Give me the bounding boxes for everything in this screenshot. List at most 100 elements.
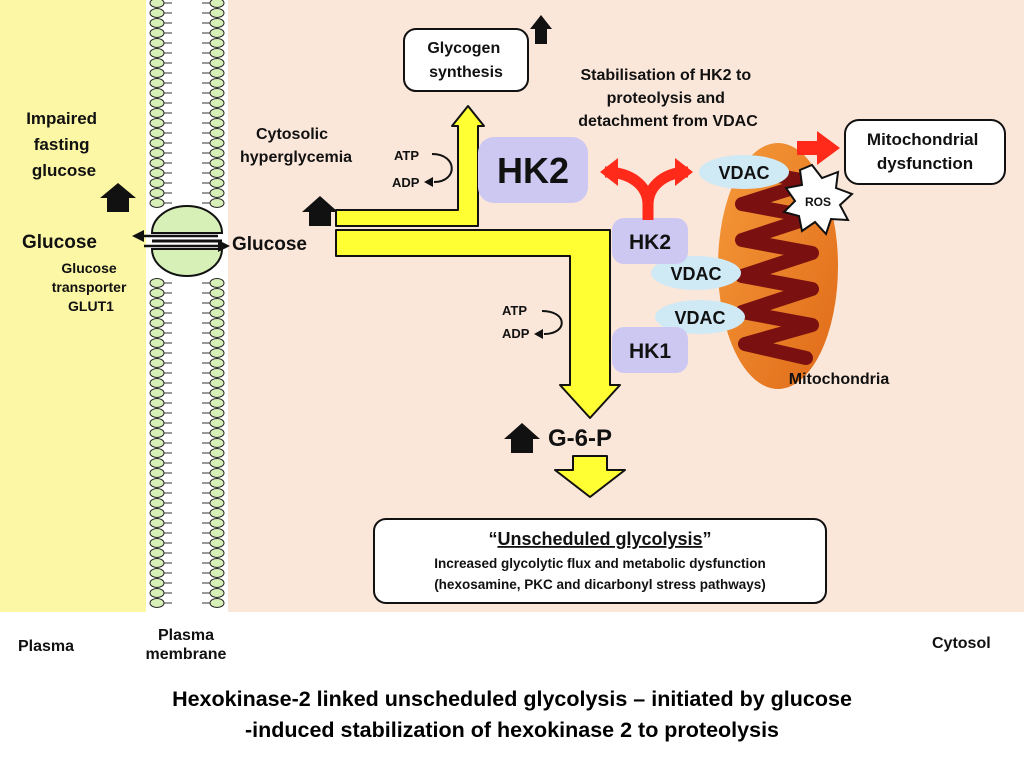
hk2-large-box (478, 137, 588, 203)
lipid-head (149, 388, 165, 398)
glycogen-synthesis-box (403, 28, 529, 92)
lipid-head (149, 568, 165, 578)
lipid-head (209, 68, 225, 78)
lipid-head (209, 548, 225, 558)
cytosol-region (226, 0, 1024, 612)
plasma-membrane-label: Plasma membrane (140, 626, 232, 664)
lipid-head (149, 578, 165, 588)
lipid-head (209, 348, 225, 358)
lipid-head (149, 98, 165, 108)
vdac-middle-shape (651, 256, 741, 290)
lipid-head (149, 528, 165, 538)
lipid-head (209, 28, 225, 38)
unscheduled-glycolysis-box (373, 518, 827, 604)
lipid-head (149, 148, 165, 158)
lipid-head (149, 158, 165, 168)
lipid-head (209, 118, 225, 128)
lipid-head (149, 178, 165, 188)
lipid-head (149, 468, 165, 478)
ros-label: ROS (805, 195, 831, 209)
hk1-label: HK1 (629, 340, 671, 363)
lipid-head (149, 558, 165, 568)
glucose-transporter-label: Glucose transporter GLUT1 (52, 260, 131, 314)
lipid-head (209, 328, 225, 338)
lipid-head (209, 298, 225, 308)
lipid-head (209, 0, 225, 8)
vdac-lower-shape (655, 300, 745, 334)
lipid-head (209, 58, 225, 68)
adp-lower-label: ADP (502, 326, 530, 341)
lipid-head (149, 448, 165, 458)
lipid-head (149, 498, 165, 508)
plasma-membrane-label-line-1: Plasma (157, 627, 215, 644)
lipid-head (149, 458, 165, 468)
up-arrow-glycogen (530, 15, 552, 44)
lipid-head (149, 358, 165, 368)
lipid-head (209, 368, 225, 378)
glucose-cytosol-label: Glucose (232, 234, 307, 255)
up-arrow-impaired-glucose (100, 183, 136, 212)
lipid-head (149, 348, 165, 358)
lipid-head (209, 538, 225, 548)
lipid-head (149, 548, 165, 558)
lipid-head (149, 428, 165, 438)
lipid-head (149, 308, 165, 318)
lipid-head (149, 188, 165, 198)
lipid-head (149, 88, 165, 98)
figure-caption: Hexokinase-2 linked unscheduled glycolys… (0, 684, 1024, 746)
hk2-small-label: HK2 (629, 231, 671, 254)
lipid-head (209, 148, 225, 158)
lipid-head (209, 528, 225, 538)
lipid-head (149, 58, 165, 68)
red-arrow-to-dysfunction (797, 131, 840, 165)
lipid-head (149, 338, 165, 348)
lipid-head (209, 198, 225, 208)
lipid-head (149, 508, 165, 518)
lipid-head (149, 598, 165, 608)
up-arrow-g6p (504, 423, 540, 453)
lipid-head (209, 18, 225, 28)
lipid-head (209, 138, 225, 148)
impaired-fasting-glucose-label: Impaired fasting glucose (26, 109, 102, 180)
unscheduled-glycolysis-line-1: Increased glycolytic flux and metabolic … (434, 556, 766, 571)
hk2-detachment-arrow (600, 158, 693, 220)
lipid-head (149, 378, 165, 388)
lipid-head (209, 158, 225, 168)
lipid-head (149, 588, 165, 598)
glucose-plasma-label: Glucose (22, 232, 97, 253)
lipid-head (209, 98, 225, 108)
plasma-label: Plasma (18, 638, 75, 655)
lipid-head (209, 8, 225, 18)
lipid-head (149, 128, 165, 138)
lipid-head (149, 418, 165, 428)
lipid-head (209, 578, 225, 588)
lipid-head (209, 178, 225, 188)
lipid-head (149, 368, 165, 378)
lipid-head (149, 28, 165, 38)
lipid-head (149, 298, 165, 308)
lipid-head (209, 448, 225, 458)
lipid-head (149, 48, 165, 58)
lipid-head (209, 478, 225, 488)
lipid-head (149, 198, 165, 208)
lipid-head (209, 88, 225, 98)
plasma-membrane-label-line-2: membrane (145, 646, 227, 663)
lipid-head (209, 358, 225, 368)
lipid-head (209, 458, 225, 468)
lipid-head (149, 538, 165, 548)
vdac-lower-label: VDAC (674, 308, 725, 328)
plasma-region (0, 0, 150, 612)
lipid-head (149, 118, 165, 128)
hk2-large-label: HK2 (497, 150, 569, 191)
lipid-head (149, 438, 165, 448)
lipid-head (149, 318, 165, 328)
glycolysis-flux-arrow (335, 229, 621, 419)
vdac-middle-label: VDAC (670, 264, 721, 284)
caption-line-1: Hexokinase-2 linked unscheduled glycolys… (172, 687, 852, 711)
cytosolic-hyperglycemia-label: Cytosolic hyperglycemia (240, 126, 352, 166)
atp-adp-upper-arrow (431, 153, 453, 183)
lipid-head (209, 408, 225, 418)
lipid-head (209, 38, 225, 48)
glut1-transporter (132, 205, 230, 277)
